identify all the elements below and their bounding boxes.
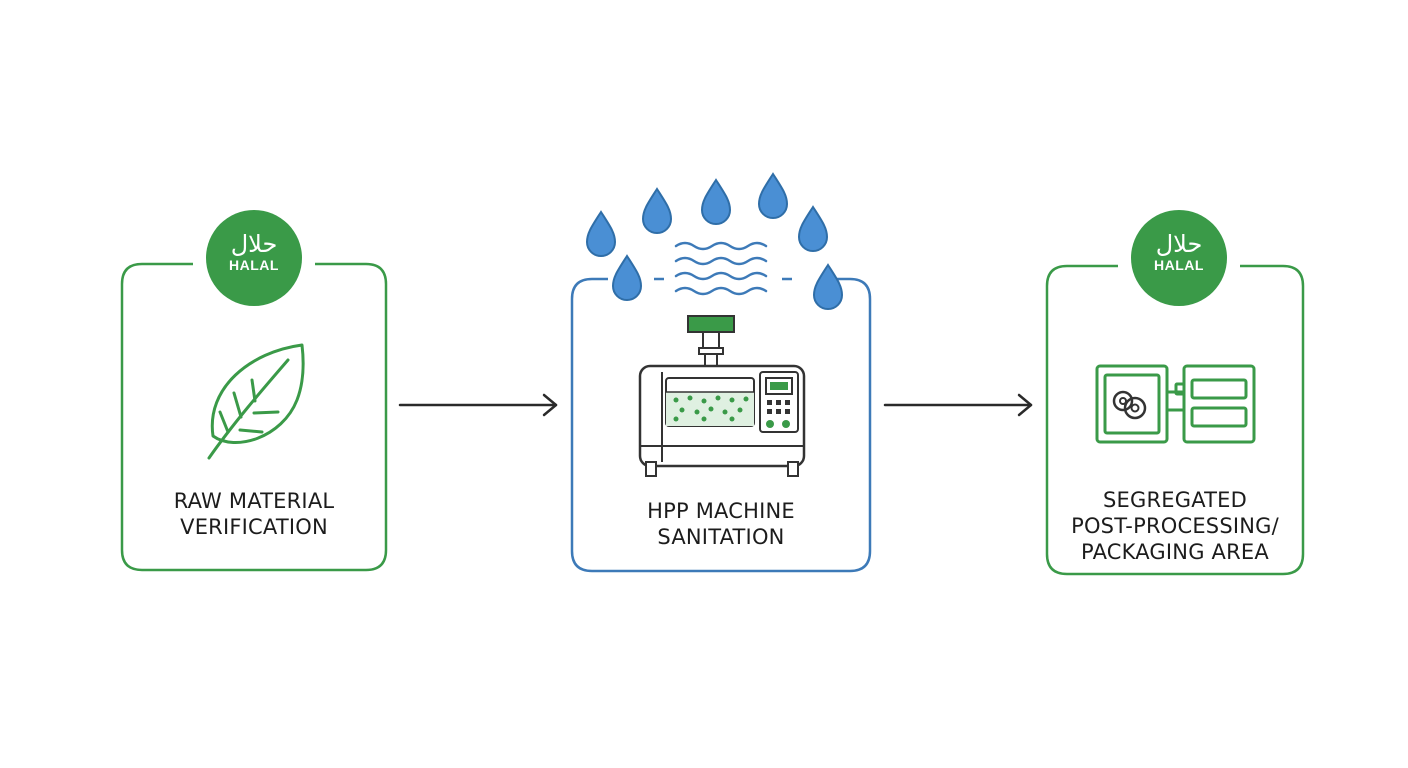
- step-label-raw-material: RAW MATERIAL VERIFICATION: [124, 488, 384, 540]
- packaging-area-icon: [1095, 364, 1256, 444]
- halal-arabic-label: حلال: [1155, 230, 1203, 258]
- halal-latin-label: HALAL: [229, 257, 279, 273]
- label-line: POST-PROCESSING/: [1071, 514, 1279, 538]
- step-packaging-area: [1045, 210, 1305, 576]
- step-box-raw-material: [120, 262, 388, 572]
- halal-badge-icon: [206, 210, 302, 306]
- halal-latin-label: HALAL: [1154, 257, 1204, 273]
- arrow-right-icon: [398, 393, 558, 417]
- halal-arabic-label: حلال: [230, 230, 278, 258]
- step-label-packaging-area: SEGREGATED POST-PROCESSING/ PACKAGING AR…: [1049, 487, 1301, 565]
- water-waves-icon: [674, 241, 768, 296]
- step-raw-material: [120, 210, 388, 572]
- halal-badge-icon: [1131, 210, 1227, 306]
- halal-badge-text-2: حلال HALAL: [1131, 231, 1227, 273]
- leaf-icon: [207, 343, 305, 460]
- label-line: RAW MATERIAL: [173, 489, 335, 513]
- arrow-right-icon: [883, 393, 1033, 417]
- step-hpp-sanitation: [570, 172, 872, 573]
- step-box-hpp-sanitation: [570, 277, 872, 573]
- label-line: VERIFICATION: [180, 515, 328, 539]
- label-line: PACKAGING AREA: [1081, 540, 1269, 564]
- label-line: HPP MACHINE: [647, 499, 795, 523]
- water-drops-icon: [585, 172, 844, 310]
- halal-badge-text-1: حلال HALAL: [206, 231, 302, 273]
- hpp-machine-icon: [638, 315, 806, 477]
- label-line: SEGREGATED: [1102, 488, 1247, 512]
- step-label-hpp-sanitation: HPP MACHINE SANITATION: [574, 498, 868, 550]
- label-line: SANITATION: [657, 525, 785, 549]
- step-box-packaging-area: [1045, 264, 1305, 576]
